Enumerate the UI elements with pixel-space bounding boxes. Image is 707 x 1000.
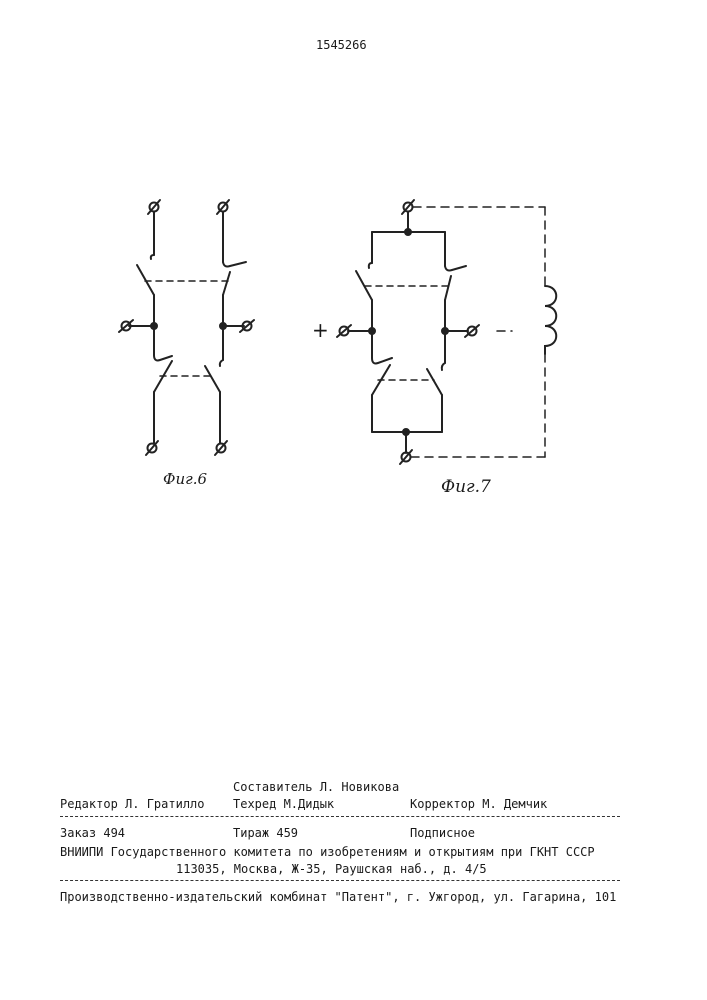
circulation-line: Тираж 459 [233, 826, 298, 840]
techred-line: Техред М.Дидык [233, 797, 334, 811]
terminal-fig7-mid-left [337, 325, 351, 337]
inductor-coil [411, 207, 545, 457]
figure-7-caption: Фиг.7 [441, 477, 491, 497]
institute-line-2: 113035, Москва, Ж-35, Раушская наб., д. … [176, 862, 487, 876]
terminal-fig6-mid-left [119, 320, 133, 332]
order-line: Заказ 494 [60, 826, 125, 840]
terminal-fig7-bottom [400, 450, 412, 464]
switch-blade [137, 265, 154, 295]
institute-line-1: ВНИИПИ Государственного комитета по изоб… [60, 845, 595, 859]
circuit-figures [0, 0, 707, 520]
terminal-fig6-bottom-right [215, 441, 227, 455]
polarity-plus: + [312, 318, 329, 342]
figure-6-caption: Фиг.6 [163, 470, 207, 488]
subscription-line: Подписное [410, 826, 475, 840]
publisher-line: Производственно-издательский комбинат "П… [60, 890, 616, 904]
divider [60, 880, 620, 881]
divider [60, 816, 620, 817]
figure-7-circuit [337, 200, 556, 464]
compiler-line: Составитель Л. Новикова [233, 780, 399, 794]
terminal-fig6-bottom-left [146, 441, 158, 455]
terminal-fig6-mid-right [240, 320, 254, 332]
corrector-line: Корректор М. Демчик [410, 797, 547, 811]
editor-line: Редактор Л. Гратилло [60, 797, 205, 811]
figure-6-circuit [119, 200, 254, 455]
terminal-fig7-mid-right [465, 325, 479, 337]
